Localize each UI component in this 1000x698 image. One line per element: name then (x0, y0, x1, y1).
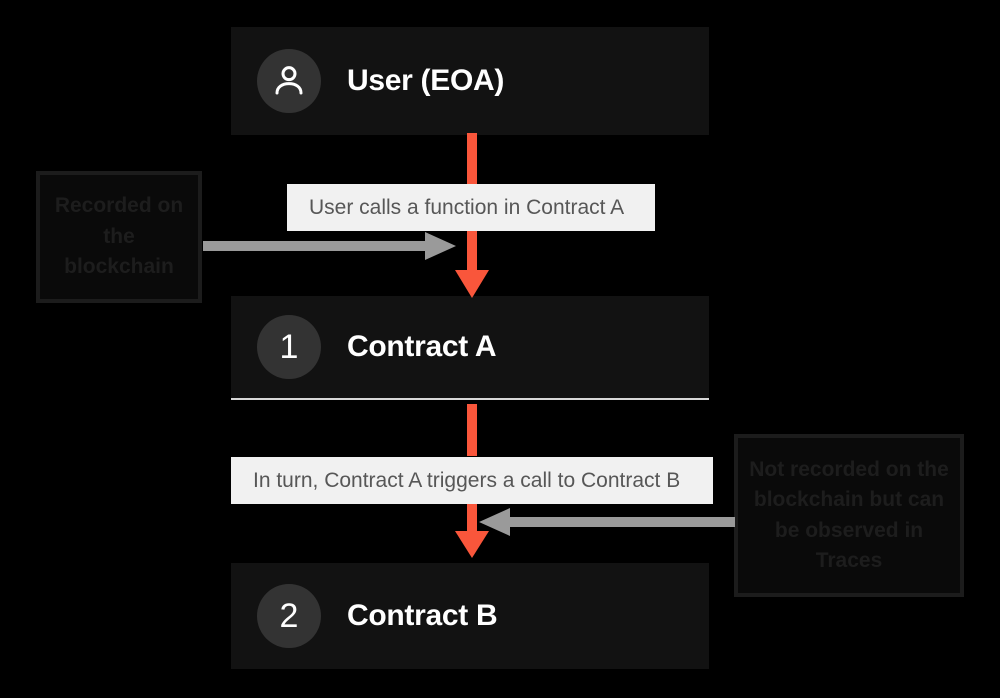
step-number-badge-2: 2 (257, 584, 321, 648)
node-contract-a-label: Contract A (347, 330, 497, 363)
annotation-left-text: Recorded on the blockchain (54, 194, 184, 279)
annotation-not-recorded-observed-in-traces: Not recorded on the blockchain but can b… (734, 434, 964, 597)
edge-label-contract-a-triggers-contract-b: In turn, Contract A triggers a call to C… (231, 457, 713, 504)
flow-arrowhead-user-to-contract-a (452, 230, 492, 300)
annotation-recorded-on-blockchain: Recorded on the blockchain (36, 171, 202, 303)
node-contract-b[interactable]: 2 Contract B (231, 563, 709, 669)
annotation-arrow-right-to-flow (477, 506, 735, 538)
edge-label-user-calls-function: User calls a function in Contract A (287, 184, 655, 231)
edge-label-1-text: User calls a function in Contract A (309, 195, 625, 219)
flow-arrow-user-to-contract-a (455, 133, 489, 185)
flow-arrow-contract-a-to-contract-b (455, 404, 489, 456)
edge-label-2-text: In turn, Contract A triggers a call to C… (253, 468, 681, 492)
node-user-label: User (EOA) (347, 64, 505, 97)
person-icon (257, 49, 321, 113)
annotation-arrow-left-to-flow (203, 230, 458, 262)
flow-arrowhead-contract-a-to-contract-b (452, 500, 492, 560)
node-contract-a[interactable]: 1 Contract A (231, 296, 709, 400)
step-number-badge-1: 1 (257, 315, 321, 379)
node-user[interactable]: User (EOA) (231, 27, 709, 135)
node-contract-b-label: Contract B (347, 599, 498, 632)
annotation-right-text: Not recorded on the blockchain but can b… (749, 457, 949, 572)
